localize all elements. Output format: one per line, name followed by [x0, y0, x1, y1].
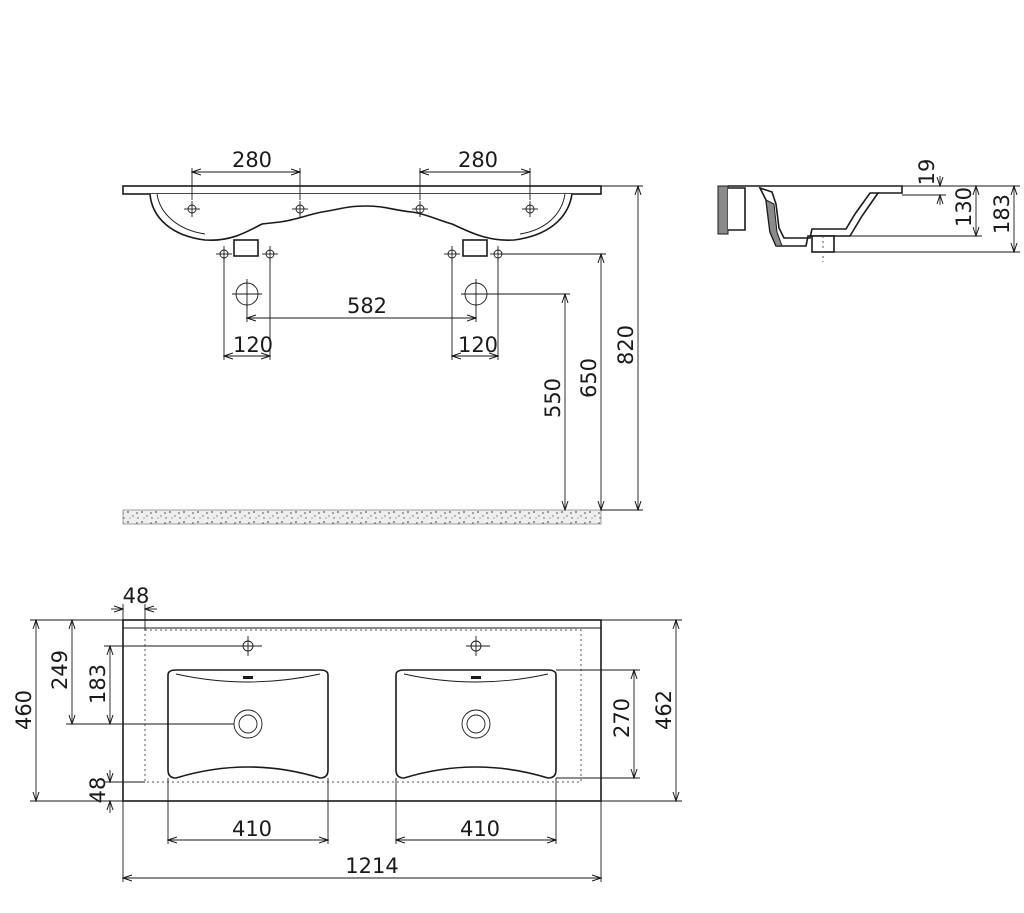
side-drain: [811, 235, 835, 253]
side-back-panel: [717, 185, 729, 235]
dim-tap-spacing-right: 280: [458, 148, 498, 172]
dim-back-margin: 48: [123, 584, 150, 608]
dim-height-drain: 550: [541, 378, 565, 418]
front-basin-profile: [149, 193, 573, 241]
floor: [122, 509, 602, 525]
front-drain-left: [233, 239, 259, 257]
dim-tap-spacing-left: 280: [232, 148, 272, 172]
dim-total-height-side: 183: [990, 194, 1014, 234]
side-top-rim: [728, 185, 903, 194]
dim-bowl-width-left: 410: [232, 817, 272, 841]
dim-height-pipes: 650: [577, 358, 601, 398]
dim-depth-left: 460: [12, 690, 36, 730]
dim-pipe-spacing-left: 120: [233, 333, 273, 357]
front-drain-right: [462, 239, 488, 257]
dim-height-top: 820: [614, 325, 638, 365]
tap-hole-markers: [184, 201, 538, 217]
top-view: 48 460 249 183 48 270 462 410: [12, 584, 682, 882]
dim-depth-right: 462: [652, 690, 676, 730]
dim-drain-spacing: 582: [347, 294, 387, 318]
top-bowl-right: [395, 669, 557, 779]
top-bowl-left: [167, 669, 329, 779]
front-view: 280 280 582 120 120 550 650 820: [122, 148, 643, 525]
top-inner-dotted: [144, 629, 582, 783]
top-drain-right: [461, 709, 491, 739]
side-view: 19 130 183: [717, 159, 1020, 262]
dim-front-margin: 48: [86, 777, 110, 804]
dim-pipe-spacing-right: 120: [458, 333, 498, 357]
dim-bowl-depth-top: 270: [610, 698, 634, 738]
front-countertop: [122, 185, 602, 195]
dim-bowl-depth-side: 130: [952, 187, 976, 227]
dim-rim: 19: [915, 159, 939, 186]
dim-bowl-width-right: 410: [460, 817, 500, 841]
dim-tap-to-front: 249: [48, 650, 72, 690]
dim-total-width: 1214: [345, 854, 398, 878]
dim-drain-to-front: 183: [86, 664, 110, 704]
